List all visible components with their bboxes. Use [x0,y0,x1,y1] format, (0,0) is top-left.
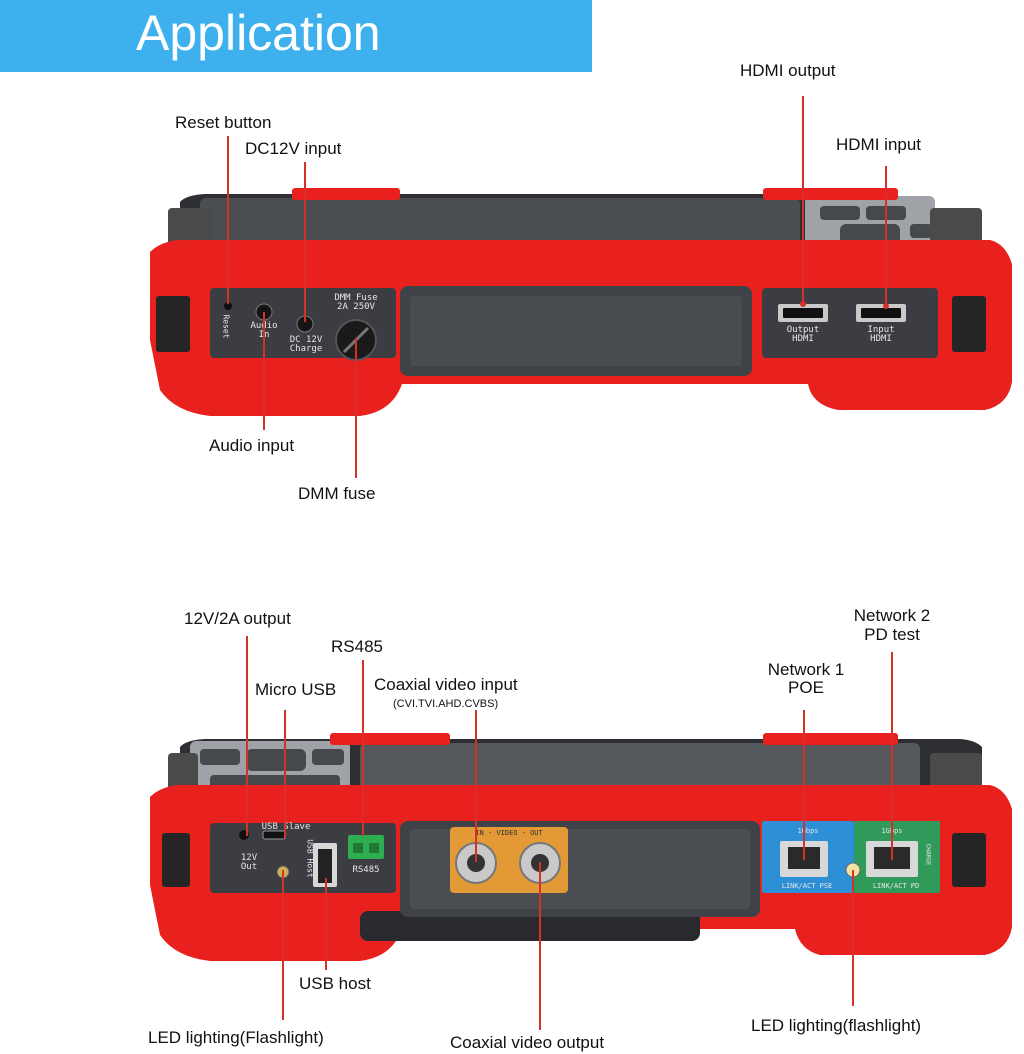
label-led-lighting-right: LED lighting(flashlight) [751,1016,922,1035]
printed-link-1: LINK/ACT PSE [781,882,833,890]
leader-usb-host [325,878,327,970]
label-reset-button: Reset button [175,113,272,132]
title-banner: Application [0,0,592,72]
printed-output-hdmi: Output HDMI [786,325,820,344]
leader-dc12v [304,162,306,322]
printed-usb-slave: USB Slave [261,822,311,832]
label-audio-input: Audio input [209,436,295,455]
printed-reset: Reset [221,314,231,339]
label-network-2-pd-test: PD test [864,625,920,644]
label-dmm-fuse: DMM fuse [298,484,376,503]
label-rs485: RS485 [331,637,383,656]
bottom-device-illustration [150,733,1012,961]
leader-coax-out [539,862,541,1030]
label-coax-output: Coaxial video output [450,1033,605,1052]
label-network-1: Network 1 [767,660,845,679]
printed-gbps-1: 1Gbps [797,827,819,835]
leader-dot-hdmi-out [800,301,806,307]
label-led-lighting-left: LED lighting(Flashlight) [148,1028,324,1047]
label-hdmi-input: HDMI input [836,135,922,154]
leader-net2 [891,652,893,860]
leader-dot-hdmi-in [883,303,889,309]
leader-hdmi-out [802,96,804,304]
label-coax-input-formats: (CVI.TVI.AHD.CVBS) [393,698,499,710]
printed-input-hdmi: Input HDMI [867,325,895,344]
printed-link-2: LINK/ACT PD [872,882,920,890]
top-device-illustration [150,188,1012,416]
printed-rs485: RS485 [352,865,380,875]
label-dc12v-input: DC12V input [245,139,342,158]
printed-charge: CHARGE [924,843,932,866]
label-network-1-poe: POE [788,678,824,697]
leader-12v [246,636,248,836]
leader-rs485 [362,660,364,836]
printed-video: IN - VIDEO - OUT [475,829,543,837]
leader-led-left [282,870,284,1020]
leader-net1 [803,710,805,860]
label-micro-usb: Micro USB [255,680,337,699]
printed-dmm-fuse: DMM Fuse 2A 250V [334,293,378,312]
banner-title: Application [136,5,381,61]
label-network-2: Network 2 [853,606,931,625]
leader-led-right [852,870,854,1006]
leader-reset [227,136,229,304]
label-usb-host: USB host [299,974,371,993]
leader-coax-in [475,710,477,862]
leader-audio [263,312,265,430]
leader-hdmi-in [885,166,887,306]
leader-dmm [355,338,357,478]
printed-dc-charge: DC 12V Charge [289,335,323,354]
printed-usb-host: USB Host [305,839,315,878]
leader-micro-usb [284,710,286,838]
printed-12v-out: 12V Out [240,853,258,872]
label-coax-input: Coaxial video input [374,675,518,694]
label-hdmi-output: HDMI output [740,61,836,80]
label-12v-output: 12V/2A output [184,609,291,628]
